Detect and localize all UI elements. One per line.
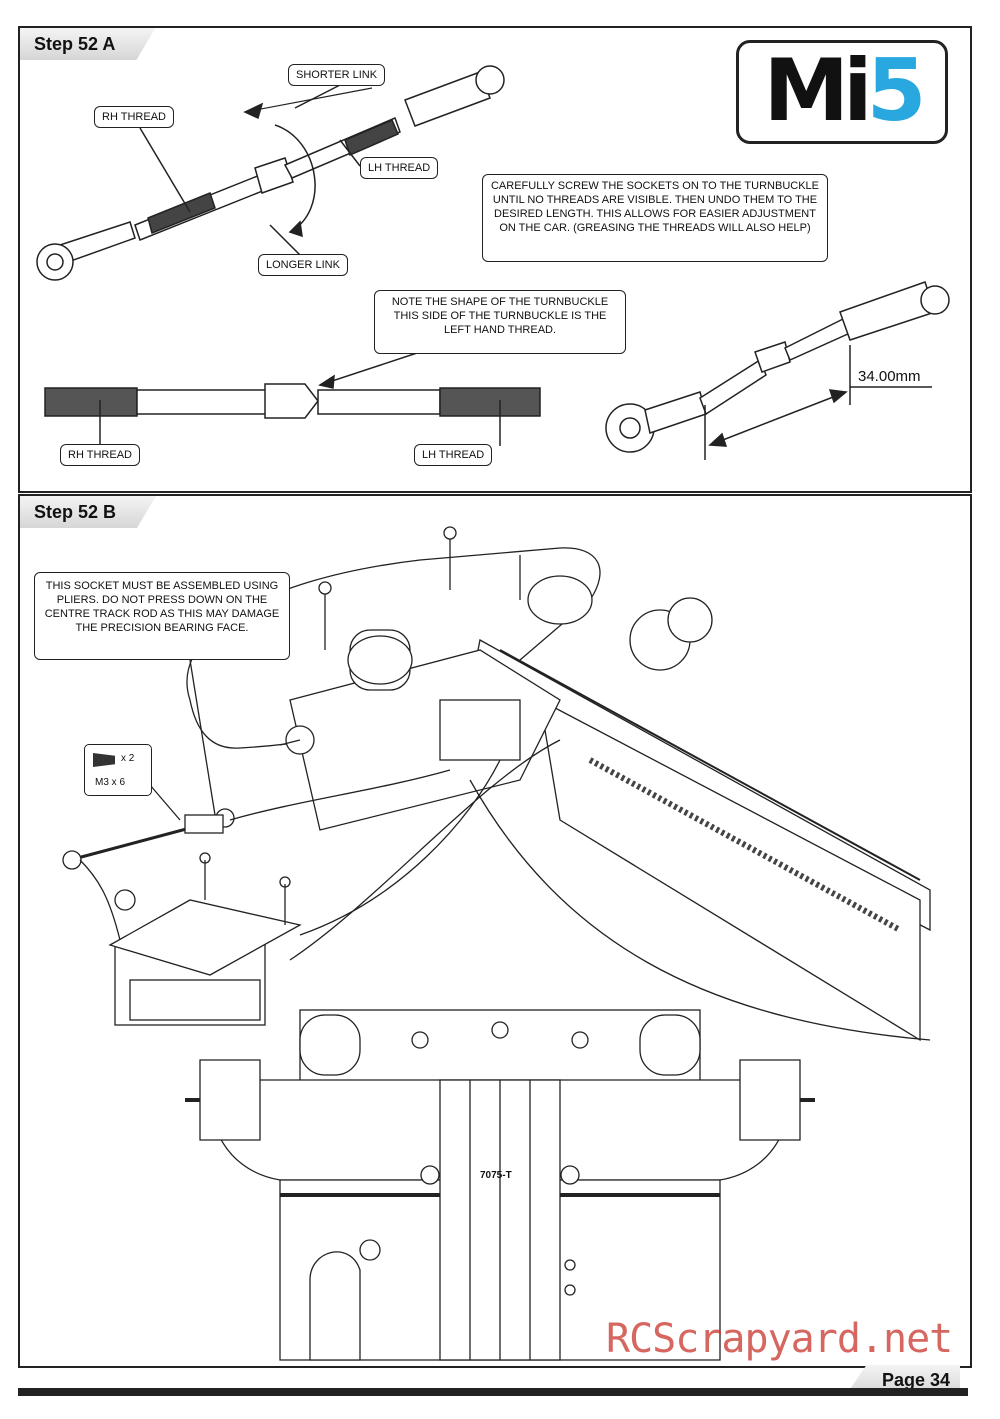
bottom-rule	[18, 1388, 968, 1396]
step-52a-title: Step 52 A	[20, 28, 156, 60]
fastener-callout: x 2 M3 x 6	[84, 744, 152, 796]
longer-link-label: LONGER LINK	[258, 254, 348, 276]
fastener-size: M3 x 6	[95, 777, 126, 788]
fastener-qty: x 2	[121, 753, 135, 764]
mi5-logo: Mi5	[736, 40, 948, 144]
step-52b-title: Step 52 B	[20, 496, 157, 528]
rh-thread-label-bottom: RH THREAD	[60, 444, 140, 466]
rh-thread-label-top: RH THREAD	[94, 106, 174, 128]
watermark-text: RCScrapyard.net	[606, 1316, 953, 1362]
part-code-label: 7075-T	[480, 1170, 512, 1181]
screw-icon	[93, 753, 115, 767]
shorter-link-label: SHORTER LINK	[288, 64, 386, 86]
screw-sockets-note: CAREFULLY SCREW THE SOCKETS ON TO THE TU…	[482, 174, 828, 262]
turnbuckle-shape-note: NOTE THE SHAPE OF THE TURNBUCKLE THIS SI…	[374, 290, 626, 354]
turnbuckle-diagram-a	[36, 65, 950, 460]
socket-pliers-note: THIS SOCKET MUST BE ASSEMBLED USING PLIE…	[34, 572, 290, 660]
lh-thread-label-bottom: LH THREAD	[414, 444, 493, 466]
lh-thread-label-top: LH THREAD	[360, 157, 439, 179]
link-length-dimension: 34.00mm	[858, 368, 921, 385]
